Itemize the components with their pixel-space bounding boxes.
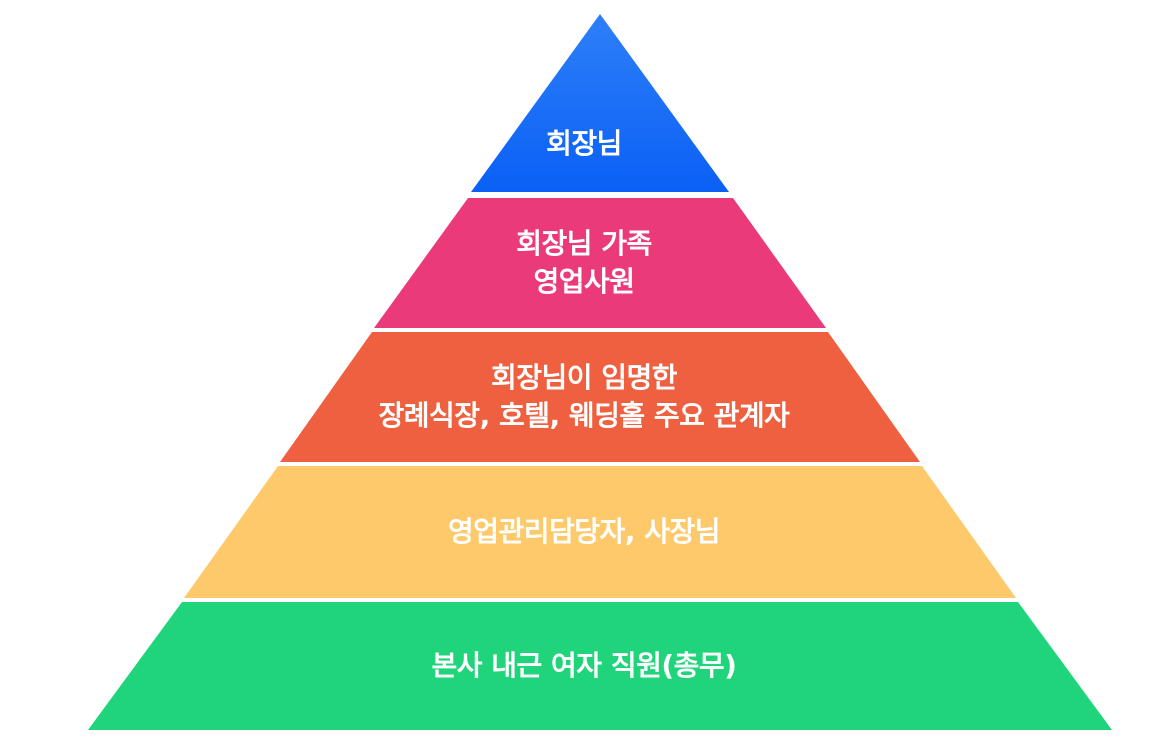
tier-2-label-line-1: 회장님 가족 bbox=[516, 227, 652, 260]
pyramid-tier-2: 회장님 가족 영업사원 bbox=[0, 198, 1168, 328]
pyramid-tier-3: 회장님이 임명한 장례식장, 호텔, 웨딩홀 주요 관계자 bbox=[0, 332, 1168, 462]
tier-2-label-line-2: 영업사원 bbox=[533, 265, 635, 298]
tier-4-label: 영업관리담당자, 사장님 bbox=[448, 515, 721, 548]
tier-5-label: 본사 내근 여자 직원(총무) bbox=[431, 649, 737, 682]
tier-3-label-line-2: 장례식장, 호텔, 웨딩홀 주요 관계자 bbox=[378, 399, 790, 432]
tier-1-label: 회장님 bbox=[546, 127, 622, 160]
pyramid-tier-3-shape bbox=[280, 332, 920, 462]
pyramid-tier-1: 회장님 bbox=[0, 96, 1168, 192]
pyramid-tier-5-shape bbox=[88, 602, 1112, 730]
tier-3-label-line-1: 회장님이 임명한 bbox=[490, 361, 678, 394]
pyramid-tier-2-shape bbox=[374, 198, 826, 328]
pyramid-tier-4: 영업관리담당자, 사장님 bbox=[0, 466, 1168, 598]
pyramid-tier-1-shape bbox=[471, 14, 729, 192]
pyramid-tier-5: 본사 내근 여자 직원(총무) bbox=[0, 602, 1168, 730]
pyramid-tier-4-shape bbox=[184, 466, 1016, 598]
